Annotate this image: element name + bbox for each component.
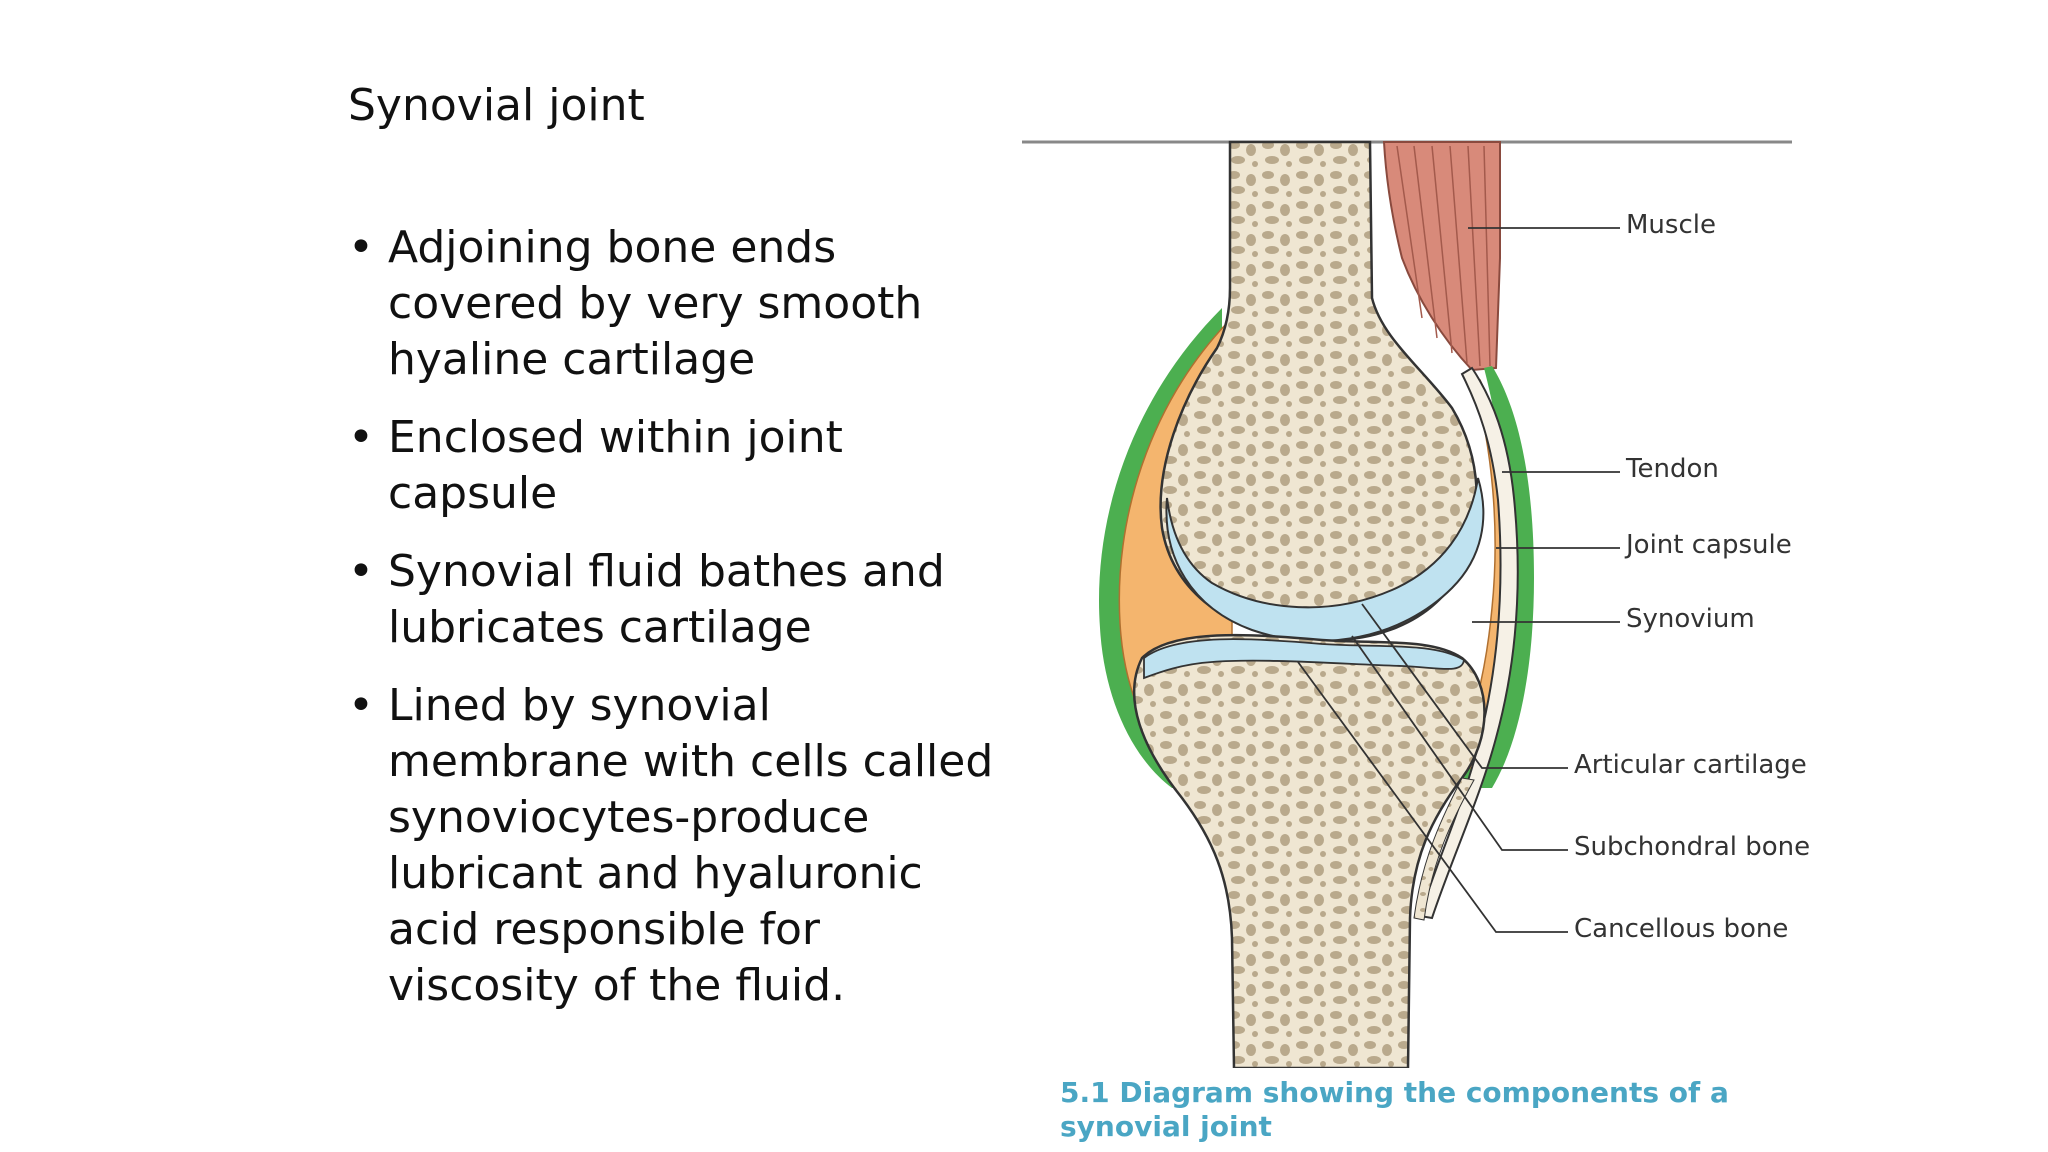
muscle-fibers: [1396, 145, 1491, 367]
label-joint-capsule: Joint capsule: [1626, 530, 1792, 560]
bullet-dot-icon: •: [348, 412, 374, 463]
bullet-text: Lined by synovial membrane with cells ca…: [388, 680, 994, 1011]
label-cancellous-bone: Cancellous bone: [1574, 914, 1789, 944]
label-synovium: Synovium: [1626, 604, 1755, 634]
bullet-dot-icon: •: [348, 222, 374, 273]
bullet-item: • Adjoining bone ends covered by very smo…: [348, 220, 1008, 388]
synovial-joint-figure: Muscle Tendon Joint capsule Synovium Art…: [1022, 138, 1810, 1148]
lower-articular-cartilage: [1143, 638, 1465, 680]
bullet-dot-icon: •: [348, 680, 374, 731]
figure-caption: 5.1 Diagram showing the components of a …: [1060, 1076, 1729, 1143]
bullet-text: Enclosed within joint capsule: [388, 412, 843, 519]
label-muscle: Muscle: [1626, 210, 1716, 240]
bullet-item: • Lined by synovial membrane with cells c…: [348, 678, 1008, 1014]
subchondral-band: [1413, 777, 1475, 921]
leader-lines: [1297, 227, 1620, 933]
bullet-list: • Adjoining bone ends covered by very smo…: [348, 220, 1008, 1036]
bullet-dot-icon: •: [348, 546, 374, 597]
joint-diagram: [1022, 140, 1792, 1068]
label-tendon: Tendon: [1626, 454, 1719, 484]
bullet-item: • Enclosed within joint capsule: [348, 410, 1008, 522]
bullet-text: Synovial fluid bathes and lubricates car…: [388, 546, 945, 653]
bullet-item: • Synovial fluid bathes and lubricates ca…: [348, 544, 1008, 656]
bullet-text: Adjoining bone ends covered by very smoo…: [388, 222, 923, 385]
slide-title: Synovial joint: [348, 80, 645, 131]
label-articular-cartilage: Articular cartilage: [1574, 750, 1807, 780]
label-subchondral-bone: Subchondral bone: [1574, 832, 1811, 862]
upper-articular-cartilage: [1165, 477, 1485, 642]
